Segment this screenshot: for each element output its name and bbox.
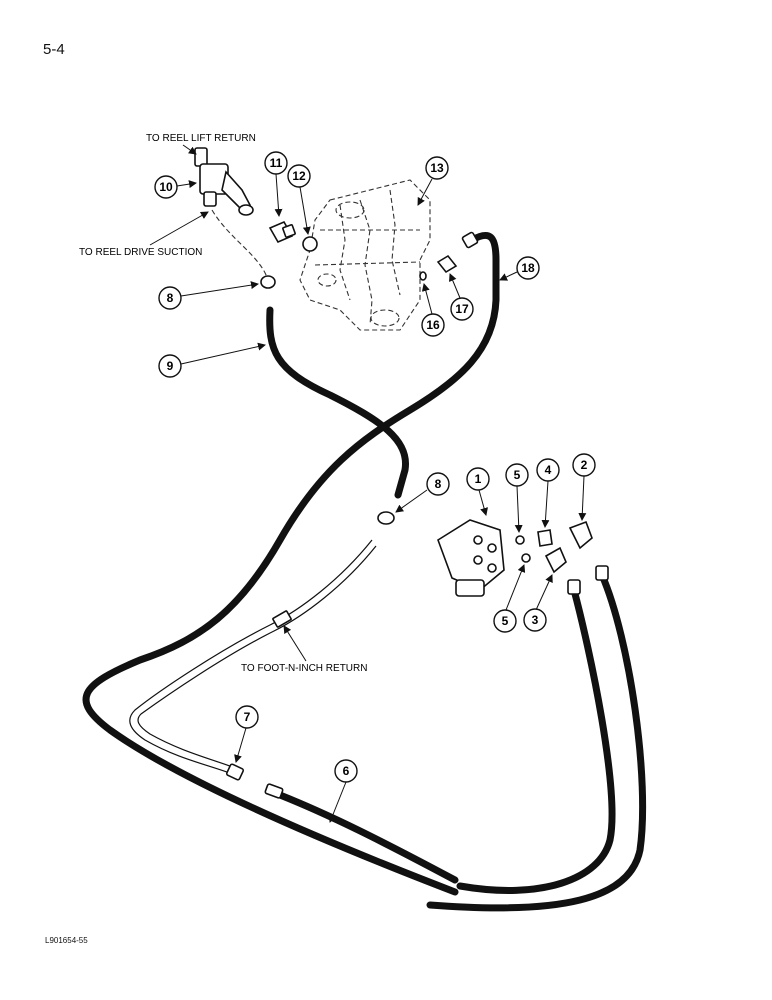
- svg-text:18: 18: [521, 261, 535, 275]
- svg-text:5: 5: [502, 614, 509, 628]
- svg-text:11: 11: [270, 156, 283, 170]
- svg-text:12: 12: [292, 169, 306, 183]
- callout-16: 16: [421, 283, 445, 337]
- svg-text:8: 8: [435, 477, 442, 491]
- callout-13: 13: [417, 156, 449, 206]
- svg-text:5: 5: [514, 468, 521, 482]
- callout-11: 11: [264, 151, 288, 217]
- hose-end-fitting: [461, 231, 479, 249]
- svg-text:7: 7: [244, 710, 251, 724]
- svg-text:13: 13: [430, 161, 444, 175]
- steering-unit: [437, 519, 505, 597]
- svg-text:9: 9: [167, 359, 174, 373]
- leader-foot-n-inch: [283, 625, 307, 662]
- svg-text:6: 6: [343, 764, 350, 778]
- callout-17: 17: [449, 273, 474, 321]
- steel-tube: [129, 539, 377, 781]
- leader-reel-lift: [182, 144, 197, 155]
- hose-end-fitting: [567, 579, 581, 595]
- label-reel-drive-suction: TO REEL DRIVE SUCTION: [79, 247, 202, 258]
- callout-5-upper: 5: [505, 463, 529, 533]
- o-ring: [515, 535, 525, 545]
- callout-3: 3: [523, 574, 553, 632]
- elbow-fitting: [544, 546, 567, 574]
- callout-9: 9: [158, 342, 266, 378]
- label-foot-n-inch-return: TO FOOT-N-INCH RETURN: [241, 663, 367, 674]
- tee-fitting: [194, 147, 254, 216]
- svg-text:3: 3: [532, 613, 539, 627]
- callout-10: 10: [154, 175, 197, 199]
- hose-end-fitting: [264, 783, 284, 799]
- hose-end-fitting: [595, 565, 609, 581]
- o-ring: [302, 236, 318, 252]
- figure-code: L901654-55: [45, 936, 88, 945]
- label-reel-lift-return: TO REEL LIFT RETURN: [146, 133, 256, 144]
- small-seal: [419, 271, 427, 281]
- control-valve-outline: [299, 179, 431, 331]
- straight-fitting: [436, 254, 458, 274]
- callout-4: 4: [536, 458, 560, 528]
- page-number: 5-4: [43, 41, 65, 58]
- hose-lines: [82, 232, 647, 912]
- callout-12: 12: [287, 164, 311, 235]
- hose-clamp: [377, 511, 395, 525]
- adapter-fitting: [268, 220, 296, 244]
- svg-text:1: 1: [475, 472, 482, 486]
- callout-2: 2: [572, 453, 596, 521]
- callout-7: 7: [234, 705, 259, 763]
- o-ring: [521, 553, 531, 563]
- svg-text:8: 8: [167, 291, 174, 305]
- svg-text:17: 17: [455, 302, 469, 316]
- hose-clamp: [260, 275, 276, 289]
- callout-1: 1: [466, 467, 490, 516]
- callout-8-lower: 8: [395, 472, 450, 513]
- callout-18: 18: [499, 256, 540, 281]
- svg-text:16: 16: [426, 318, 440, 332]
- connector-fitting: [537, 529, 553, 547]
- callout-5-lower: 5: [493, 564, 526, 633]
- elbow-fitting: [568, 520, 593, 550]
- dashed-connector: [211, 209, 269, 281]
- callout-6: 6: [328, 759, 358, 823]
- svg-text:4: 4: [545, 463, 552, 477]
- svg-text:10: 10: [159, 180, 173, 194]
- callout-8-upper: 8: [158, 281, 259, 310]
- svg-text:2: 2: [581, 458, 588, 472]
- leader-reel-drive: [149, 211, 209, 246]
